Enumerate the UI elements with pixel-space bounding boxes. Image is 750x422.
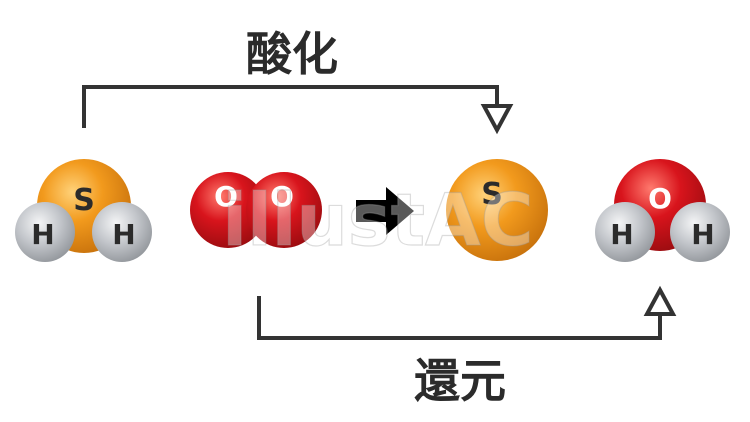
reduction-label: 還元 — [414, 354, 506, 408]
sulfur-atom — [446, 159, 548, 261]
sulfur-label: S — [481, 177, 503, 212]
s-atom-molecule: S — [446, 159, 548, 261]
h2o-molecule: O H H — [595, 159, 730, 262]
up-arrow-icon — [643, 285, 677, 316]
oxidation-bracket — [82, 85, 514, 135]
h2o-hydrogen-right-label: H — [691, 218, 714, 251]
h2o-hydrogen-left-atom — [595, 202, 655, 262]
h2o-oxygen-label: O — [648, 182, 672, 215]
h2o-hydrogen-left-label: H — [610, 218, 633, 251]
right-arrow-icon — [356, 187, 414, 235]
down-arrow-icon — [480, 104, 514, 135]
h2s-molecule: S H H — [15, 159, 152, 262]
watermark: illustAC — [222, 178, 533, 262]
o2-molecule: O O — [190, 172, 322, 248]
o2-oxygen-left-atom — [190, 172, 266, 248]
h2o-hydrogen-right-atom — [670, 202, 730, 262]
h2s-hydrogen-left-label: H — [31, 218, 54, 251]
h2s-hydrogen-right-atom — [92, 202, 152, 262]
h2s-hydrogen-left-atom — [15, 202, 75, 262]
reduction-bracket — [257, 285, 677, 340]
o2-oxygen-right-label: O — [270, 180, 294, 213]
o2-oxygen-left-label: O — [214, 180, 238, 213]
o2-oxygen-right-atom — [246, 172, 322, 248]
h2s-hydrogen-right-label: H — [112, 218, 135, 251]
oxidation-label: 酸化 — [246, 27, 338, 81]
h2s-sulfur-label: S — [73, 183, 95, 218]
